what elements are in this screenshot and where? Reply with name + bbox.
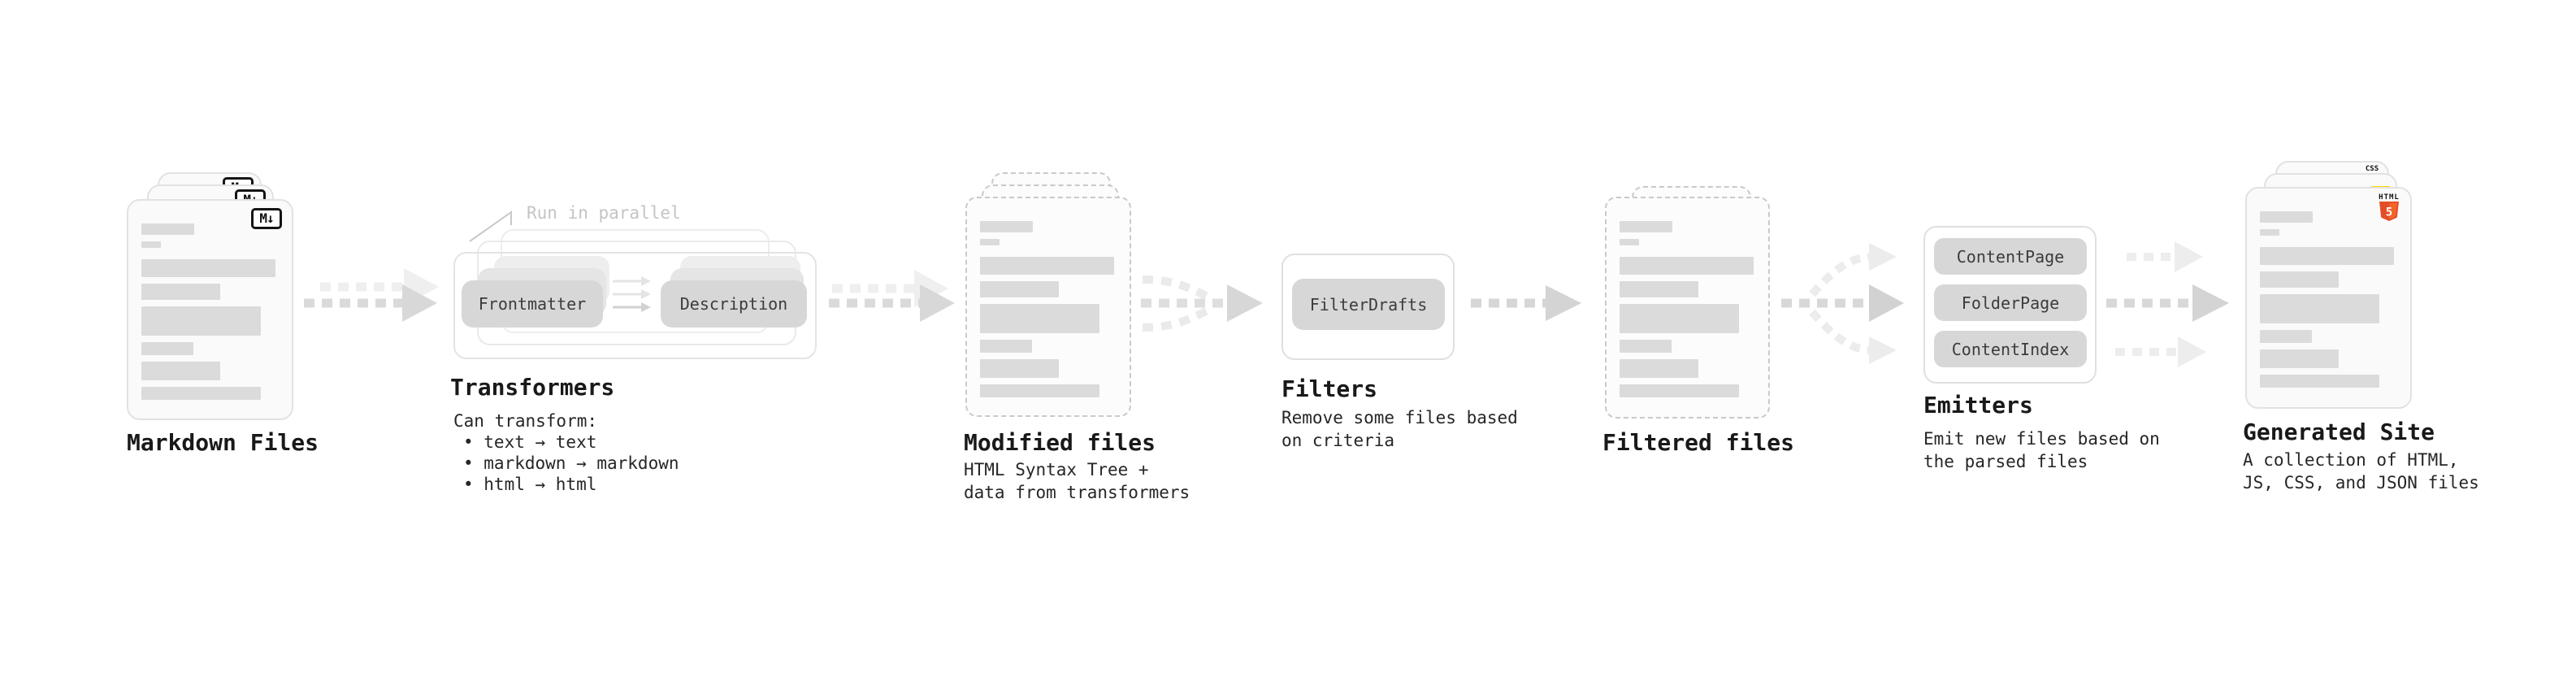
content-bar	[2260, 349, 2339, 368]
content-bar	[141, 259, 275, 277]
content-bar	[2260, 330, 2312, 343]
can-transform-line: Can transform:	[453, 411, 598, 431]
content-bar	[2260, 247, 2394, 265]
content-bar	[980, 359, 1059, 378]
stage-label-filters: Filters	[1281, 375, 1378, 402]
transformers-description: Can transform: • text → text • markdown …	[453, 411, 679, 496]
file-content-bars	[1620, 221, 1754, 404]
stage-label-emitters: Emitters	[1923, 392, 2033, 419]
content-bar	[141, 387, 261, 400]
bullet-html-to-html: • html → html	[463, 475, 597, 494]
file-content-bars	[980, 221, 1114, 404]
content-bar	[1620, 281, 1698, 297]
description-line: JS, CSS, and JSON files	[2243, 473, 2479, 492]
arrow-emitters-to-generated	[2106, 241, 2229, 367]
content-bar	[1620, 384, 1739, 397]
description-line: on criteria	[1281, 431, 1395, 450]
content-bar	[980, 340, 1032, 353]
file-content-bars	[2260, 211, 2394, 394]
stage-transformers: Run in parallel Frontmatter Description …	[450, 203, 856, 512]
stage-filtered-files: Filtered files	[1588, 186, 1832, 495]
content-bar	[1620, 340, 1672, 353]
content-bar	[1620, 359, 1698, 378]
content-bar	[141, 284, 220, 300]
content-bar	[980, 304, 1099, 333]
file-card-front	[1605, 197, 1770, 419]
modified-files-description: HTML Syntax Tree + data from transformer…	[964, 460, 1190, 505]
description-line: Remove some files based	[1281, 408, 1518, 427]
content-bar	[2260, 229, 2279, 236]
file-content-bars	[141, 223, 275, 406]
content-bar	[141, 342, 193, 355]
file-card-front	[965, 197, 1131, 417]
transformer-card-front	[453, 252, 817, 359]
filters-description: Remove some files based on criteria	[1281, 408, 1518, 453]
description-line: data from transformers	[964, 483, 1190, 502]
description-line: the parsed files	[1923, 452, 2088, 471]
description-line: HTML Syntax Tree +	[964, 460, 1149, 479]
description-line: Emit new files based on	[1923, 429, 2160, 449]
stage-markdown-files: M↓ M↓ M↓ Markdown Files	[127, 172, 371, 514]
html5-shield: 5	[2379, 202, 2399, 221]
arrows-frontmatter-to-description	[613, 276, 651, 312]
html5-icon: HTML 5	[2378, 193, 2400, 224]
stage-generated-site: CSS HTML 5 Generated Site A collection o…	[2220, 161, 2488, 518]
description-pill: Description	[661, 280, 807, 327]
generated-site-description: A collection of HTML, JS, CSS, and JSON …	[2243, 450, 2479, 496]
content-bar	[1620, 257, 1754, 275]
content-bar	[980, 281, 1059, 297]
content-bar	[980, 221, 1033, 232]
css-icon-label: CSS	[2365, 165, 2379, 173]
frontmatter-pill: Frontmatter	[462, 280, 603, 327]
content-bar	[980, 257, 1114, 275]
content-bar	[1620, 221, 1672, 232]
stage-label-filtered-files: Filtered files	[1602, 429, 1795, 456]
annotation-leader-line	[469, 210, 512, 242]
arrow-modified-to-filters	[1141, 275, 1263, 332]
content-bar	[2260, 294, 2379, 323]
svg-text:5: 5	[2386, 206, 2392, 219]
html5-icon-label: HTML	[2379, 193, 2400, 202]
content-bar	[141, 223, 194, 235]
content-bar	[2260, 211, 2313, 223]
arrow-filters-to-filtered	[1471, 285, 1581, 321]
content-bar	[980, 239, 1000, 245]
stage-label-markdown-files: Markdown Files	[127, 429, 319, 456]
content-bar	[141, 362, 220, 380]
bullet-text-to-text: • text → text	[463, 432, 597, 452]
content-bar	[2260, 375, 2379, 388]
content-bar	[2260, 271, 2339, 288]
file-card-front: HTML 5	[2245, 187, 2412, 409]
stage-label-transformers: Transformers	[450, 374, 615, 401]
filterdrafts-pill: FilterDrafts	[1292, 279, 1445, 330]
content-bar	[980, 384, 1099, 397]
arrow-transformers-to-modified	[829, 270, 955, 322]
content-bar	[1620, 304, 1739, 333]
arrow-markdown-to-transformers	[304, 268, 439, 322]
bullet-markdown-to-markdown: • markdown → markdown	[463, 453, 679, 473]
emitters-description: Emit new files based on the parsed files	[1923, 429, 2160, 475]
folderpage-pill: FolderPage	[1934, 284, 2087, 321]
stage-filters: FilterDrafts Filters Remove some files b…	[1281, 254, 1525, 481]
stage-label-modified-files: Modified files	[964, 429, 1156, 456]
contentindex-pill: ContentIndex	[1934, 331, 2087, 367]
stage-emitters: ContentPage FolderPage ContentIndex Emit…	[1923, 226, 2167, 494]
stage-label-generated-site: Generated Site	[2243, 419, 2435, 445]
stage-modified-files: Modified files HTML Syntax Tree + data f…	[952, 172, 1196, 530]
markdown-icon: M↓	[251, 208, 282, 229]
contentpage-pill: ContentPage	[1934, 238, 2087, 275]
description-line: A collection of HTML,	[2243, 450, 2459, 470]
arrow-filtered-to-emitters	[1781, 243, 1904, 364]
file-card-front: M↓	[127, 199, 293, 420]
content-bar	[141, 241, 161, 248]
run-in-parallel-annotation: Run in parallel	[527, 203, 681, 223]
content-bar	[1620, 239, 1639, 245]
content-bar	[141, 306, 261, 336]
